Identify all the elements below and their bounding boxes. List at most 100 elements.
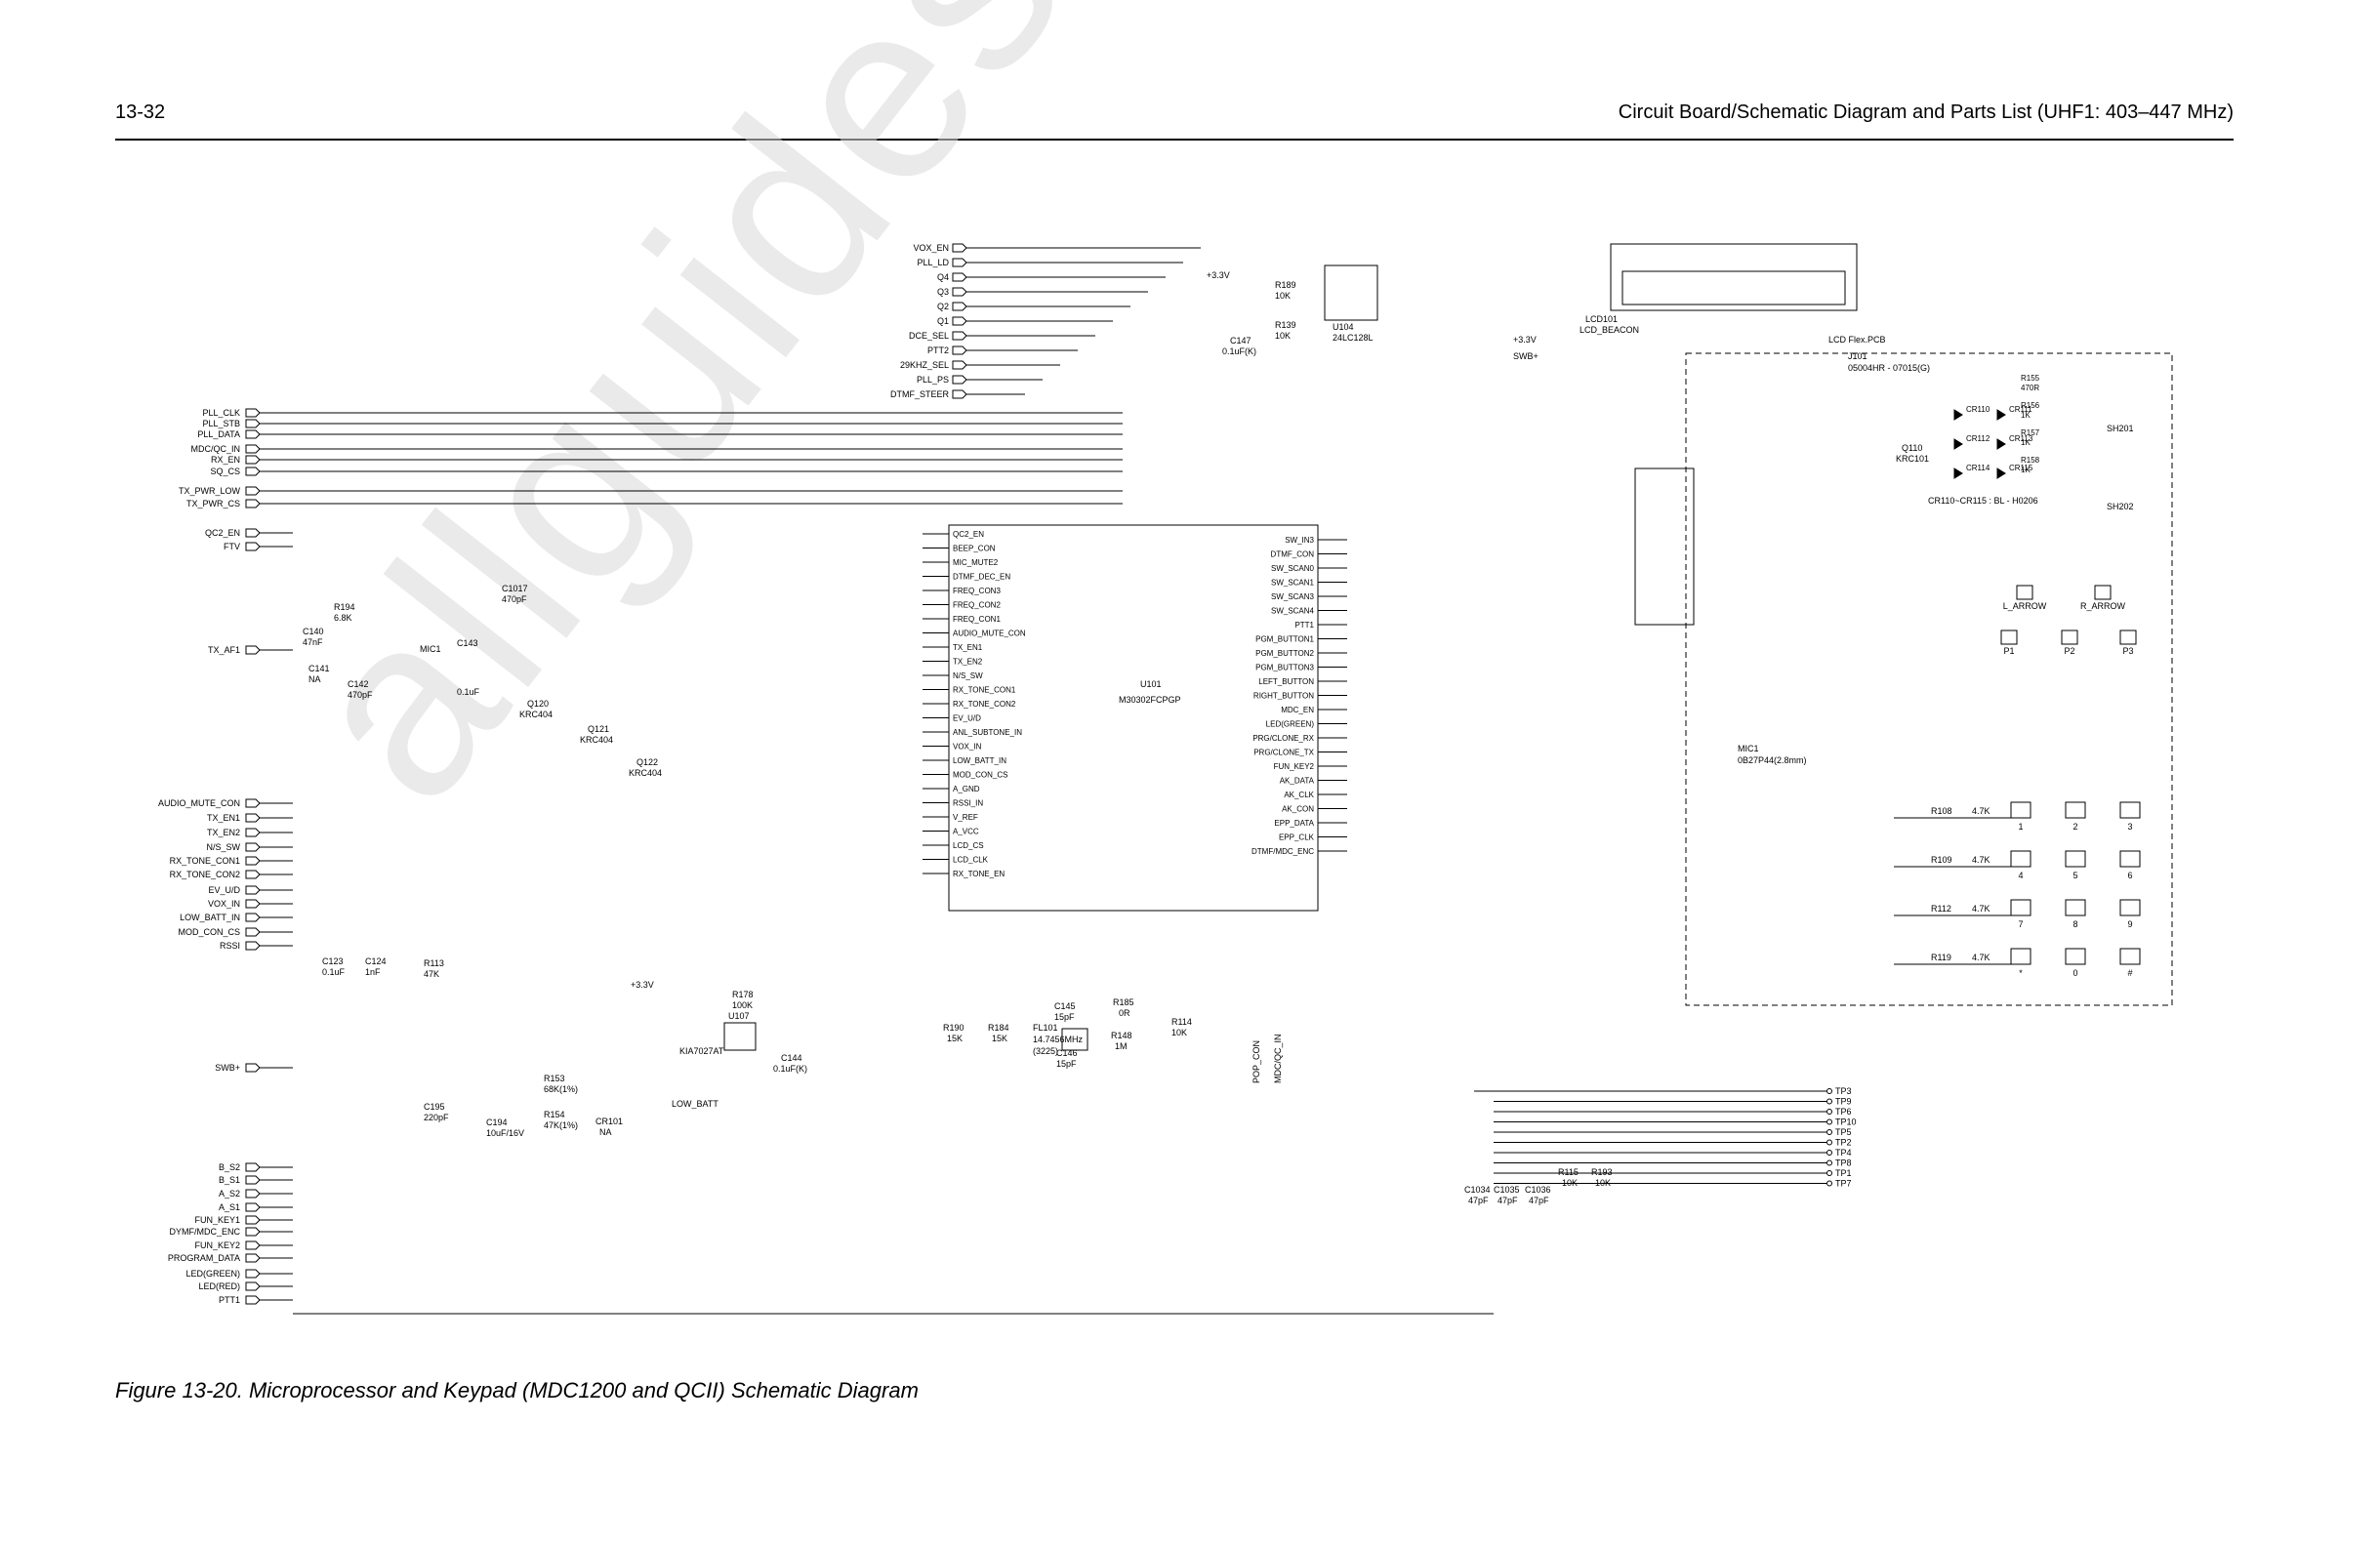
signal-connector <box>952 389 967 399</box>
test-point-marker <box>1826 1159 1832 1166</box>
mcu-pin-left: FREQ_CON1 <box>953 615 1001 624</box>
test-point-marker <box>1826 1088 1832 1094</box>
signal-connector <box>245 828 261 837</box>
signal-connector <box>245 813 261 823</box>
q121p: KRC404 <box>580 735 613 745</box>
signal-label: PROGRAM_DATA <box>168 1253 240 1263</box>
page-number: 13-32 <box>115 102 166 123</box>
backlight-q: Q110 <box>1902 443 1922 453</box>
row-resistor-ref: R119 <box>1931 953 1951 962</box>
signal-connector <box>245 1240 261 1250</box>
led-symbol <box>1996 438 2006 450</box>
mcu-pin-left: RX_TONE_CON2 <box>953 700 1016 709</box>
fl101: FL101 <box>1033 1023 1058 1033</box>
keypad-key-label: 2 <box>2072 822 2077 832</box>
r148v: 1M <box>1115 1041 1128 1051</box>
mic-ref: MIC1 <box>1738 744 1759 753</box>
signal-connector <box>245 1063 261 1073</box>
keypad-key-label: 3 <box>2127 822 2132 832</box>
lcd-conn: J101 <box>1848 351 1867 361</box>
r178: R178 <box>732 990 754 999</box>
signal-connector <box>245 842 261 852</box>
r194: R194 <box>334 602 355 612</box>
test-point-marker <box>1826 1150 1832 1156</box>
row-resistor-ref: R109 <box>1931 855 1952 865</box>
mcu-pin-right: PTT1 <box>1294 621 1314 630</box>
row-resistor-value: 4.7K <box>1972 855 1990 865</box>
eeprom-capv: 0.1uF(K) <box>1222 346 1256 356</box>
led-label: CR111 <box>2009 405 2032 414</box>
lcd-supply: +3.3V <box>1513 335 1537 345</box>
row-resistor-ref: R108 <box>1931 806 1952 816</box>
mcu-pin-right: EPP_DATA <box>1274 819 1314 828</box>
keypad-board <box>1685 352 2173 1006</box>
eeprom-r2: R139 <box>1275 320 1296 330</box>
eeprom-cap: C147 <box>1230 336 1252 345</box>
signal-connector <box>245 1215 261 1225</box>
backlight-resistor-ref: R155 <box>2021 374 2040 383</box>
signal-connector <box>245 899 261 909</box>
signal-label: LED(GREEN) <box>185 1269 240 1279</box>
signal-label: QC2_EN <box>205 528 240 538</box>
mcu-pin-right: DTMF/MDC_ENC <box>1252 847 1314 856</box>
mcu-pin-right: PGM_BUTTON2 <box>1255 649 1314 658</box>
c195v: 220pF <box>424 1113 449 1122</box>
signal-connector <box>245 1227 261 1237</box>
signal-connector <box>245 941 261 951</box>
keypad-key <box>2119 899 2141 916</box>
connector-j102 <box>1634 467 1695 626</box>
r115v: 10K <box>1562 1178 1578 1188</box>
mcu-ref: U101 <box>1140 679 1162 689</box>
r113: R113 <box>424 958 444 968</box>
r190v: 15K <box>947 1034 963 1043</box>
mcu-pin-left: ANL_SUBTONE_IN <box>953 728 1022 737</box>
signal-connector <box>245 429 261 439</box>
signal-connector <box>245 798 261 808</box>
led-symbol <box>1953 467 1963 479</box>
signal-label: VOX_IN <box>208 899 240 909</box>
keypad-key <box>2119 850 2141 868</box>
signal-label: MDC/QC_IN <box>190 444 240 454</box>
test-point-marker <box>1826 1129 1832 1135</box>
c146: C146 <box>1056 1048 1078 1058</box>
led-label: CR115 <box>2009 464 2033 472</box>
row-resistor-value: 4.7K <box>1972 904 1990 914</box>
mcu-right-pins: SW_IN3DTMF_CONSW_SCAN0SW_SCAN1SW_SCAN3SW… <box>1252 536 1347 856</box>
r153: R153 <box>544 1074 565 1083</box>
signal-label: LOW_BATT_IN <box>180 913 240 922</box>
signal-connector <box>245 486 261 496</box>
signal-label: RX_TONE_CON1 <box>170 856 240 866</box>
signal-connector <box>245 1281 261 1291</box>
signal-connector <box>245 645 261 655</box>
signal-label: TX_AF1 <box>208 645 240 655</box>
c142: C142 <box>348 679 369 689</box>
signal-connector <box>952 302 967 311</box>
c195: C195 <box>424 1102 445 1112</box>
side-button-label: P3 <box>2122 646 2133 656</box>
mcu-pin-left: FREQ_CON3 <box>953 587 1001 595</box>
c124v: 1nF <box>365 967 381 977</box>
signal-label: A_S2 <box>219 1189 240 1199</box>
c141: C141 <box>308 664 330 673</box>
r153v: 68K(1%) <box>544 1084 578 1094</box>
sh201: SH201 <box>2107 424 2134 433</box>
signal-label: LED(RED) <box>198 1281 240 1291</box>
keypad-key <box>2119 948 2141 965</box>
mcu-pin-right: DTMF_CON <box>1271 550 1315 559</box>
test-point-label: TP1 <box>1835 1168 1852 1178</box>
side-button <box>2000 630 2018 645</box>
q122p: KRC404 <box>629 768 662 778</box>
signal-label: TX_PWR_LOW <box>179 486 241 496</box>
keypad-key <box>2119 801 2141 819</box>
mcu-pin-right: LED(GREEN) <box>1266 720 1315 729</box>
top-signal-label: Q3 <box>937 287 949 297</box>
r178v: 100K <box>732 1000 753 1010</box>
eeprom-body <box>1324 264 1378 321</box>
signal-connector <box>245 455 261 465</box>
r154v: 47K(1%) <box>544 1120 578 1130</box>
pop-con: POP_CON <box>1252 1040 1261 1083</box>
backlight-resistor-value: 1K <box>2021 411 2031 420</box>
signal-connector <box>245 885 261 895</box>
test-point-label: TP10 <box>1835 1117 1857 1127</box>
mcu-pin-right: RIGHT_BUTTON <box>1253 692 1314 701</box>
